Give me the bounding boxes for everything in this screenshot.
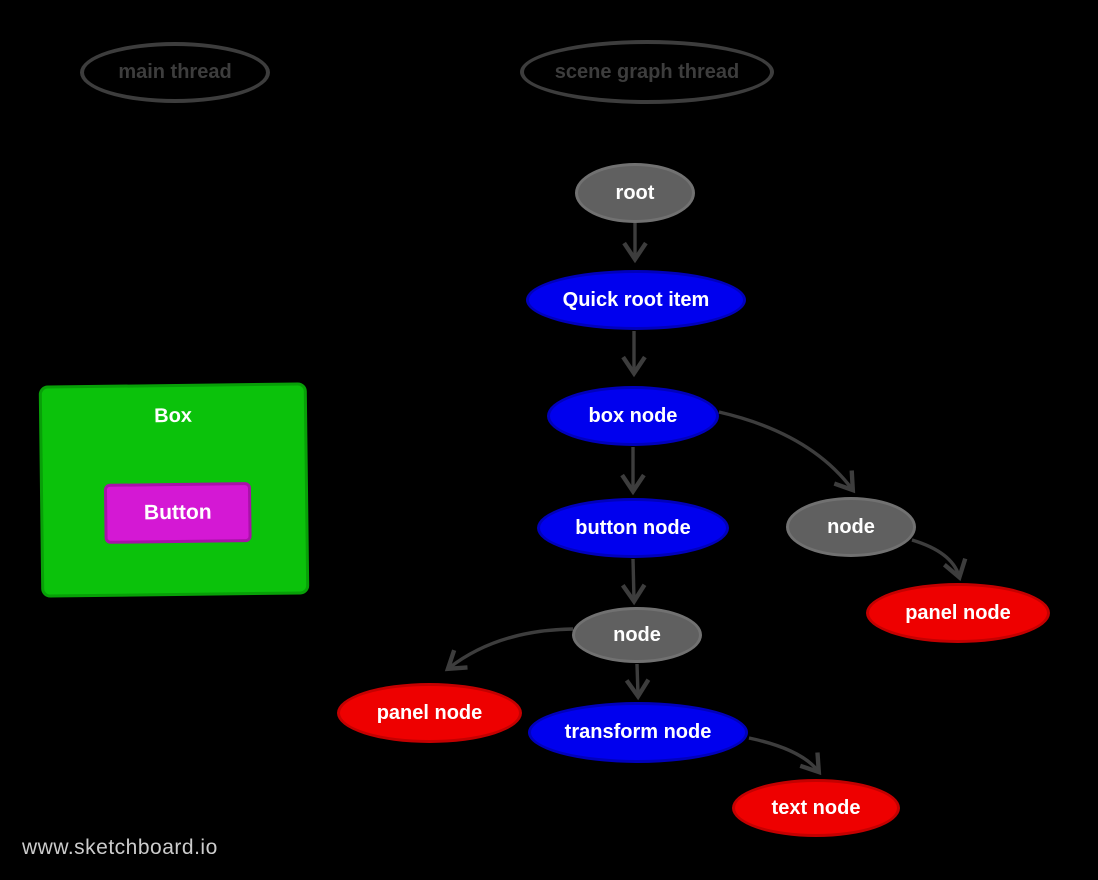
node-button-node-label: button node (575, 516, 691, 539)
node-root-label: root (615, 181, 655, 204)
box-label: Box (154, 404, 193, 428)
node-right[interactable]: node (786, 497, 916, 557)
sketchboard-watermark: www.sketchboard.io (22, 836, 218, 859)
node-panel-node-left[interactable]: panel node (337, 683, 522, 743)
node-right-label: node (827, 515, 875, 538)
node-mid-label: node (613, 623, 661, 646)
main-thread-ellipse[interactable]: main thread (80, 42, 270, 103)
node-mid[interactable]: node (572, 607, 702, 663)
node-transform-node[interactable]: transform node (528, 702, 748, 763)
node-root[interactable]: root (575, 163, 695, 223)
button-label: Button (143, 500, 212, 525)
edge-node-mid-to-panel-node-left (444, 627, 574, 672)
node-box-node[interactable]: box node (547, 386, 719, 446)
edge-button-node-to-node-mid (620, 558, 647, 606)
scene-graph-thread-label: scene graph thread (554, 60, 740, 83)
node-box-node-label: box node (588, 404, 678, 427)
node-quick-root-item-label: Quick root item (562, 288, 710, 311)
node-text-node-label: text node (771, 796, 861, 819)
node-panel-node-right-label: panel node (905, 601, 1011, 624)
edge-box-node-to-node-right (718, 410, 856, 494)
edge-node-mid-to-transform-node (624, 663, 651, 701)
node-panel-node-left-label: panel node (376, 701, 483, 724)
node-button-node[interactable]: button node (537, 498, 729, 558)
node-text-node[interactable]: text node (732, 779, 900, 837)
node-quick-root-item[interactable]: Quick root item (526, 270, 746, 330)
scene-graph-thread-ellipse[interactable]: scene graph thread (520, 40, 774, 104)
edge-transform-node-to-text-node (748, 736, 822, 776)
node-panel-node-right[interactable]: panel node (866, 583, 1050, 643)
node-transform-node-label: transform node (564, 721, 712, 743)
main-thread-label: main thread (118, 61, 232, 83)
button-shape[interactable]: Button (103, 482, 252, 544)
edge-node-right-to-panel-node-right (911, 538, 968, 582)
box-shape[interactable]: Box Button (38, 382, 310, 598)
